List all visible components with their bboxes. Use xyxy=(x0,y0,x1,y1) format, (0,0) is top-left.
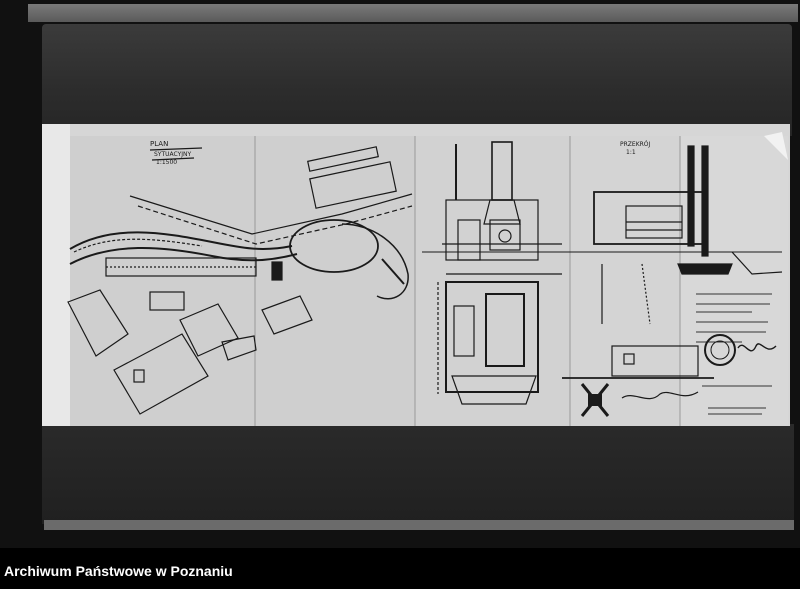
bottom-edge-strip xyxy=(44,520,794,530)
plan-scale: 1:1500 xyxy=(156,159,177,166)
architectural-drawing-sheet: PLAN SYTUACYJNY 1:1500 PRZEKRÓJ 1:1 xyxy=(42,124,790,426)
plan-subtitle: SYTUACYJNY xyxy=(154,151,192,158)
photo-frame: PLAN SYTUACYJNY 1:1500 PRZEKRÓJ 1:1 xyxy=(28,4,798,530)
seal-icon xyxy=(704,334,736,366)
mounting-board-bottom xyxy=(42,424,794,524)
section-scale: 1:1 xyxy=(626,149,636,156)
mounting-board-top xyxy=(42,24,792,136)
archive-name: Archiwum Państwowe w Poznaniu xyxy=(4,563,233,579)
section-label: PRZEKRÓJ xyxy=(620,141,651,148)
drawing-linework: PLAN SYTUACYJNY 1:1500 PRZEKRÓJ 1:1 xyxy=(42,124,788,426)
plan-title: PLAN xyxy=(150,140,168,148)
top-edge-strip xyxy=(28,4,798,22)
official-stamp-icon xyxy=(580,383,610,417)
signature-icon xyxy=(737,343,777,352)
footer-bar xyxy=(0,548,800,589)
